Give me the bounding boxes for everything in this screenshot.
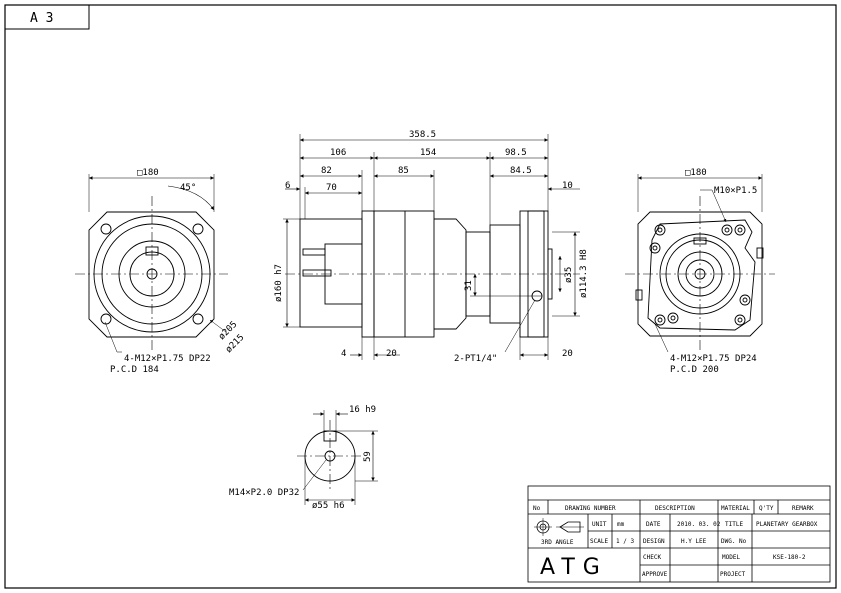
rear-pcd-note: P.C.D 200 xyxy=(670,365,719,375)
tb-model-label: MODEL xyxy=(722,554,740,561)
side-view xyxy=(283,134,580,360)
company-logo: ATG xyxy=(540,555,608,580)
tb-title-label: TITLE xyxy=(725,521,743,528)
shaft-detail xyxy=(297,410,378,505)
tb-header-qty: Q'TY xyxy=(759,505,774,512)
side-6-dim: 6 xyxy=(285,181,290,191)
shaft-dia-dim: ø55 h6 xyxy=(312,501,345,511)
side-shaft-dia-dim: ø160 h7 xyxy=(274,264,284,302)
side-106-dim: 106 xyxy=(330,148,346,158)
side-85-dim: 85 xyxy=(398,166,409,176)
side-154-dim: 154 xyxy=(420,148,436,158)
tb-design-label: DESIGN xyxy=(643,538,665,545)
sheet-border xyxy=(4,4,837,589)
side-98-5-dim: 98.5 xyxy=(505,148,527,158)
tb-model-value: KSE-180-2 xyxy=(773,554,806,561)
tb-unit-value: mm xyxy=(617,521,625,528)
tb-header-material: MATERIAL xyxy=(721,505,750,512)
shaft-thread-note: M14×P2.0 DP32 xyxy=(229,488,299,498)
side-port-note: 2-PT1/4" xyxy=(454,354,497,364)
tb-header-description: DESCRIPTION xyxy=(655,505,695,512)
tb-design-value: H.Y LEE xyxy=(681,538,707,545)
rear-bolts-note: 4-M12×P1.75 DP24 xyxy=(670,354,757,364)
tb-scale-label: SCALE xyxy=(590,538,608,545)
sheet-size-box xyxy=(4,4,90,30)
tb-title-value: PLANETARY GEARBOX xyxy=(756,521,818,528)
tb-dwg-label: DWG. No xyxy=(721,538,747,545)
rear-thread-note: M10×P1.5 xyxy=(714,186,757,196)
tb-header-drawing-number: DRAWING NUMBER xyxy=(565,505,616,512)
tb-check-label: CHECK xyxy=(643,554,661,561)
side-70-dim: 70 xyxy=(326,183,337,193)
shaft-height-dim: 59 xyxy=(363,451,373,462)
tb-approve-label: APPROVE xyxy=(642,571,668,578)
tb-header-remark: REMARK xyxy=(792,505,814,512)
tb-project-label: PROJECT xyxy=(720,571,746,578)
rear-view xyxy=(625,174,775,353)
side-84-5-dim: 84.5 xyxy=(510,166,532,176)
side-dia35-dim: ø35 xyxy=(564,267,574,283)
tb-date-label: DATE xyxy=(646,521,661,528)
side-dia114-dim: ø114.3 H8 xyxy=(579,249,589,298)
shaft-key-dim: 16 h9 xyxy=(349,405,376,415)
side-10-dim: 10 xyxy=(562,181,573,191)
front-angle-dim: 45° xyxy=(180,183,196,193)
tb-unit-label: UNIT xyxy=(592,521,607,528)
rear-square-dim: □180 xyxy=(685,168,707,178)
tb-date-value: 2010. 03. 02 xyxy=(677,521,721,528)
side-20a-dim: 20 xyxy=(386,349,397,359)
front-pcd-note: P.C.D 184 xyxy=(110,365,159,375)
tb-header-no: No xyxy=(533,505,541,512)
front-square-dim: □180 xyxy=(137,168,159,178)
tb-projection: 3RD ANGLE xyxy=(541,539,574,546)
tb-scale-value: 1 / 3 xyxy=(616,538,634,545)
title-block xyxy=(527,485,831,583)
front-bolts-note: 4-M12×P1.75 DP22 xyxy=(124,354,211,364)
sheet-size-label: A 3 xyxy=(30,11,53,26)
side-4-dim: 4 xyxy=(341,349,346,359)
side-total-dim: 358.5 xyxy=(409,130,436,140)
side-82-dim: 82 xyxy=(321,166,332,176)
side-31-dim: 31 xyxy=(464,280,474,291)
front-view xyxy=(75,174,228,353)
side-20b-dim: 20 xyxy=(562,349,573,359)
